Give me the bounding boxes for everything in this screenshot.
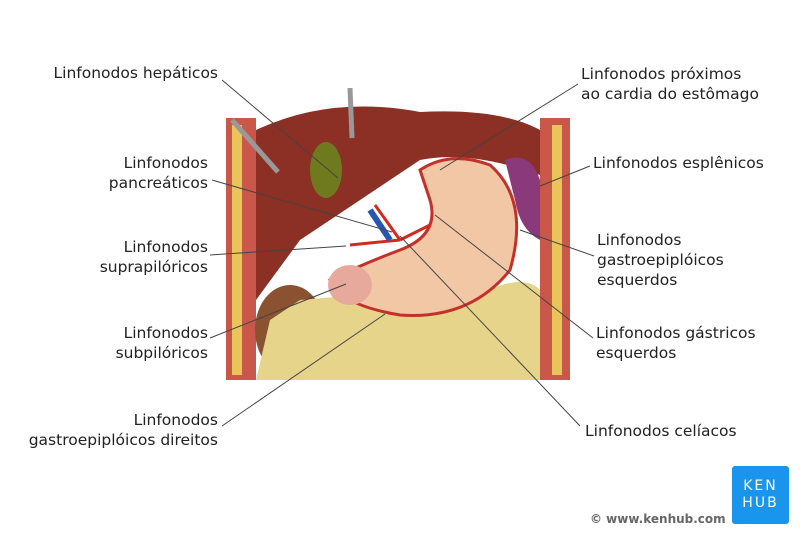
label-right-gastroepiploic-nodes: Linfonodos gastroepiplóicos direitos bbox=[29, 410, 218, 450]
label-line: Linfonodos celíacos bbox=[585, 422, 737, 440]
retractor bbox=[347, 87, 355, 139]
label-line: suprapilóricos bbox=[99, 258, 208, 276]
spleen bbox=[505, 157, 540, 240]
label-line: Linfonodos gástricos bbox=[596, 324, 756, 342]
label-line: ao cardia do estômago bbox=[581, 85, 759, 103]
logo-line: HUB bbox=[742, 495, 779, 511]
label-line: Linfonodos bbox=[597, 231, 682, 249]
logo-line: KEN bbox=[743, 478, 778, 494]
label-left-gastroepiploic-nodes: Linfonodos gastroepiplóicos esquerdos bbox=[597, 230, 724, 290]
label-line: pancreáticos bbox=[108, 174, 208, 192]
label-line: esquerdos bbox=[597, 271, 678, 289]
label-pancreatic-nodes: Linfonodos pancreáticos bbox=[109, 153, 208, 193]
greater-omentum bbox=[256, 282, 540, 380]
label-subpyloric-nodes: Linfonodos subpilóricos bbox=[116, 323, 208, 363]
label-left-gastric-nodes: Linfonodos gástricos esquerdos bbox=[596, 323, 756, 363]
label-suprapyloric-nodes: Linfonodos suprapilóricos bbox=[100, 237, 208, 277]
label-line: Linfonodos bbox=[123, 154, 208, 172]
label-celiac-nodes: Linfonodos celíacos bbox=[585, 421, 737, 441]
retractor bbox=[230, 118, 280, 174]
label-line: Linfonodos bbox=[133, 411, 218, 429]
copyright: © www.kenhub.com bbox=[590, 512, 726, 526]
stomach bbox=[328, 157, 519, 317]
label-line: Linfonodos bbox=[123, 324, 208, 342]
leader-lines bbox=[209, 79, 595, 427]
label-line: subpilóricos bbox=[115, 344, 208, 362]
label-line: Linfonodos hepáticos bbox=[53, 64, 219, 82]
label-line: Linfonodos esplênicos bbox=[593, 154, 764, 172]
label-line: gastroepiplóicos direitos bbox=[28, 431, 218, 449]
label-line: Linfonodos bbox=[123, 238, 208, 256]
label-line: gastroepiplóicos bbox=[597, 251, 724, 269]
label-line: Linfonodos próximos bbox=[581, 65, 742, 83]
label-hepatic-nodes: Linfonodos hepáticos bbox=[54, 63, 219, 83]
pylorus bbox=[328, 265, 372, 305]
celiac-vessels bbox=[349, 204, 431, 247]
gallbladder bbox=[310, 142, 342, 198]
label-splenic-nodes: Linfonodos esplênicos bbox=[593, 153, 764, 173]
label-line: esquerdos bbox=[596, 344, 677, 362]
label-cardiac-nodes: Linfonodos próximos ao cardia do estômago bbox=[581, 64, 759, 104]
